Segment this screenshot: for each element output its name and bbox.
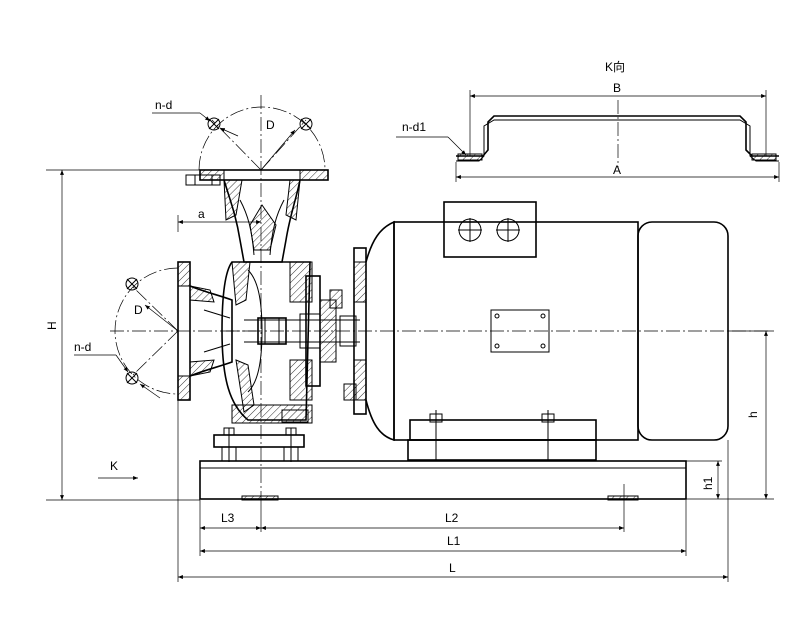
pump-volute-casing <box>221 261 360 424</box>
k-arrow-label: K <box>110 459 118 473</box>
dim-a-offset <box>177 215 261 232</box>
inlet-diameter-label: D <box>134 303 143 317</box>
dim-l2-label: L2 <box>445 511 459 525</box>
dim-h-shaft-height <box>686 330 774 500</box>
dim-l1-label: L1 <box>447 534 461 548</box>
dim-a-label: a <box>198 207 205 221</box>
dim-a-label: A <box>613 163 621 177</box>
hole-spec-n-d1-label: n-d1 <box>402 120 426 134</box>
pump-feet <box>213 427 305 462</box>
outlet-hole-spec-label: n-d <box>155 98 172 112</box>
dim-h-label: H <box>45 321 59 330</box>
dim-l3-label: L3 <box>221 511 235 525</box>
outlet-diameter-label: D <box>266 118 275 132</box>
dim-l-label: L <box>449 561 456 575</box>
k-view-base-section <box>396 90 780 182</box>
dim-h1-label: h1 <box>701 476 715 490</box>
dim-b-label: B <box>613 81 621 95</box>
bottom-dimensions <box>177 400 729 582</box>
k-view-title: K向 <box>605 59 625 74</box>
dim-h-total-height <box>46 169 200 501</box>
base-frame <box>199 460 687 501</box>
dim-small-h-label: h <box>746 411 760 418</box>
inlet-flange <box>74 261 260 401</box>
outlet-flange <box>152 95 329 500</box>
inlet-hole-spec-label: n-d <box>74 340 91 354</box>
